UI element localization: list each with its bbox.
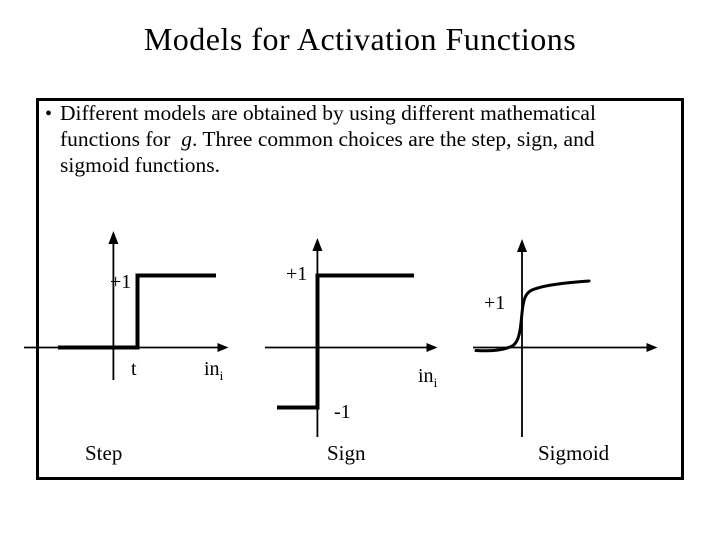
bullet-line-2-variable-g: g: [181, 127, 192, 151]
step-plus-one-label: +1: [110, 271, 132, 293]
step-threshold-label: t: [131, 358, 137, 380]
content-box: [36, 98, 684, 480]
sign-plus-one-label: +1: [286, 263, 308, 285]
step-x-axis-label-text: in: [204, 358, 220, 380]
sigmoid-plus-one-label: +1: [484, 292, 506, 314]
sigmoid-plot: [473, 239, 658, 437]
bullet-paragraph: Different models are obtained by using d…: [60, 100, 680, 178]
bullet-line-1: Different models are obtained by using d…: [60, 101, 596, 125]
sigmoid-y-axis-arrow-icon: [517, 239, 527, 252]
step-plot: [24, 231, 229, 380]
sign-caption: Sign: [327, 441, 366, 465]
bullet-line-2-before: functions for: [60, 127, 182, 151]
sign-plot: [265, 238, 438, 437]
bullet-line-2-after: . Three common choices are the step, sig…: [191, 127, 595, 151]
sign-y-axis-arrow-icon: [312, 238, 323, 251]
bullet-line-3: sigmoid functions.: [60, 153, 221, 177]
slide-title: Models for Activation Functions: [143, 21, 577, 57]
sign-x-axis-label: ini: [418, 366, 437, 393]
sigmoid-x-axis-arrow-icon: [646, 343, 658, 352]
sign-x-axis-arrow-icon: [426, 343, 438, 352]
step-x-axis-label-subscript: i: [219, 368, 224, 383]
step-x-axis-label: ini: [204, 359, 223, 386]
sign-x-axis-label-subscript: i: [433, 375, 438, 390]
step-caption: Step: [85, 441, 123, 465]
bullet-line-2: functions for g. Three common choices ar…: [60, 126, 680, 152]
sign-minus-one-label: -1: [334, 401, 351, 423]
bullet-marker: •: [45, 103, 53, 125]
sigmoid-curve: [474, 279, 591, 353]
step-x-axis-arrow-icon: [217, 343, 229, 352]
step-y-axis-arrow-icon: [108, 231, 119, 244]
sigmoid-caption: Sigmoid: [538, 441, 610, 465]
sign-x-axis-label-text: in: [418, 365, 434, 387]
